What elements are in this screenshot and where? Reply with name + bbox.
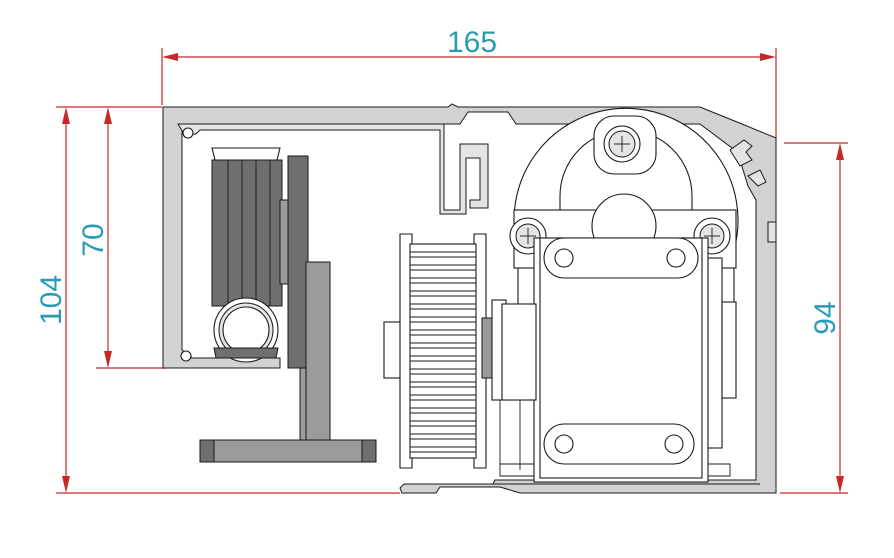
pulley-tooth: [410, 316, 476, 323]
screw-top: [593, 115, 657, 175]
pulley-tooth: [410, 381, 476, 388]
round-tube: [213, 297, 279, 363]
dimension-label-top-width: 165: [447, 26, 497, 59]
dimension-left-outer-height: 104: [35, 106, 400, 494]
pulley-tooth: [410, 251, 476, 258]
support-bracket: [199, 155, 377, 463]
pulley-tooth: [410, 342, 476, 349]
pulley-tooth: [410, 290, 476, 297]
pulley-tooth: [410, 420, 476, 427]
pulley-tooth: [410, 368, 476, 375]
dimension-label-left-outer-height: 104: [35, 275, 68, 325]
pulley-tooth: [410, 407, 476, 414]
pulley-tooth: [410, 329, 476, 336]
toothed-pulley: [383, 233, 507, 469]
pulley-tooth: [410, 355, 476, 362]
dimension-label-left-inner-height: 70: [77, 223, 110, 256]
pulley-tooth: [410, 394, 476, 401]
pulley-tooth: [410, 446, 476, 453]
motor-housing: [499, 107, 739, 483]
pulley-tooth: [410, 277, 476, 284]
dimension-left-inner-height: 70: [77, 107, 166, 369]
dimension-right-height: 94: [780, 142, 848, 494]
dimension-label-right-height: 94: [809, 301, 842, 334]
pulley-tooth: [410, 433, 476, 440]
dimension-top-width: 165: [161, 26, 777, 140]
roller-wheel: [211, 147, 289, 307]
pulley-tooth: [410, 303, 476, 310]
pulley-tooth: [410, 264, 476, 271]
